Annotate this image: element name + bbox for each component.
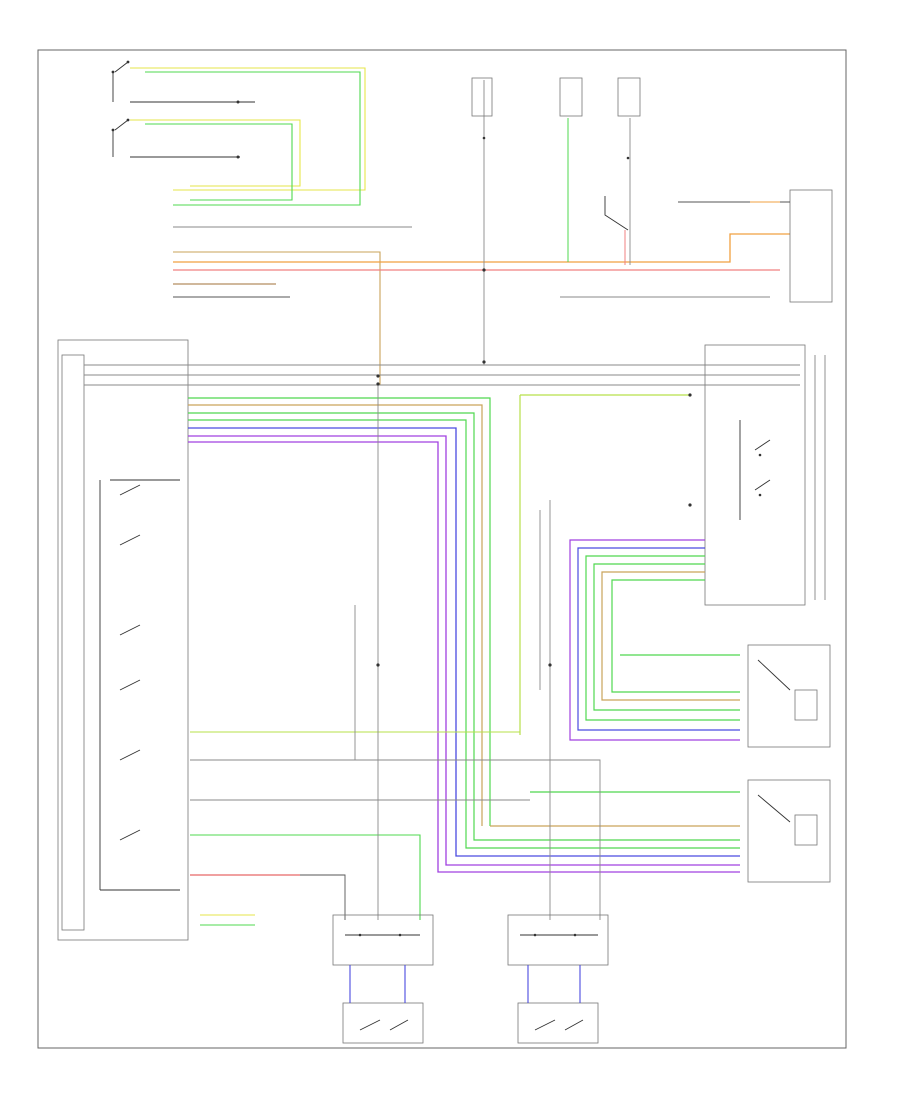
comp-window-relay	[789, 189, 833, 303]
diagram-frame	[37, 49, 847, 1049]
comp-rr-switch	[507, 914, 609, 966]
comp-right-front-switch	[111, 118, 240, 159]
wire-violet-a	[188, 435, 740, 866]
comp-lr-switch	[332, 914, 434, 966]
comp-rf-window-motor	[747, 644, 831, 748]
wire-tan-row1	[173, 251, 381, 385]
wire-green-pass-2	[593, 563, 740, 711]
comp-rr-motor	[517, 1002, 599, 1044]
wire-green-pass-3	[611, 579, 740, 693]
wire-violet-pass	[569, 539, 740, 741]
wire-blue-lr	[349, 965, 406, 1003]
wire-green-b	[188, 412, 740, 841]
wire-green-2	[145, 123, 293, 201]
wire-blue-a	[188, 427, 740, 857]
wire-gray-low-1	[190, 759, 601, 920]
comp-lf-window-motor	[490, 779, 831, 883]
wire-tan-pass	[601, 571, 740, 701]
wire-green-low	[190, 834, 421, 920]
wire-blue-rr	[527, 965, 581, 1003]
comp-left-front-switch	[111, 60, 255, 104]
wire-tan-a	[188, 404, 483, 826]
comp-main-switch	[57, 339, 189, 941]
wire-green-a	[188, 397, 491, 826]
wire-orange-row	[173, 233, 790, 263]
comp-lr-motor	[342, 1002, 424, 1044]
wire-yellow-top	[130, 67, 366, 191]
comp-passenger-switch	[704, 344, 826, 606]
wire-blue-pass	[577, 547, 740, 731]
wire-yellow-2	[130, 119, 301, 187]
wire-yelgreen-harness	[519, 394, 690, 735]
comp-top-relays	[471, 77, 641, 231]
wire-green-c	[188, 419, 740, 849]
wire-green-pass-1	[585, 555, 740, 721]
splice-points	[376, 268, 692, 667]
wire-violet-b	[188, 441, 740, 873]
wire-green-top	[145, 71, 361, 206]
wire-dark-low	[300, 874, 346, 920]
